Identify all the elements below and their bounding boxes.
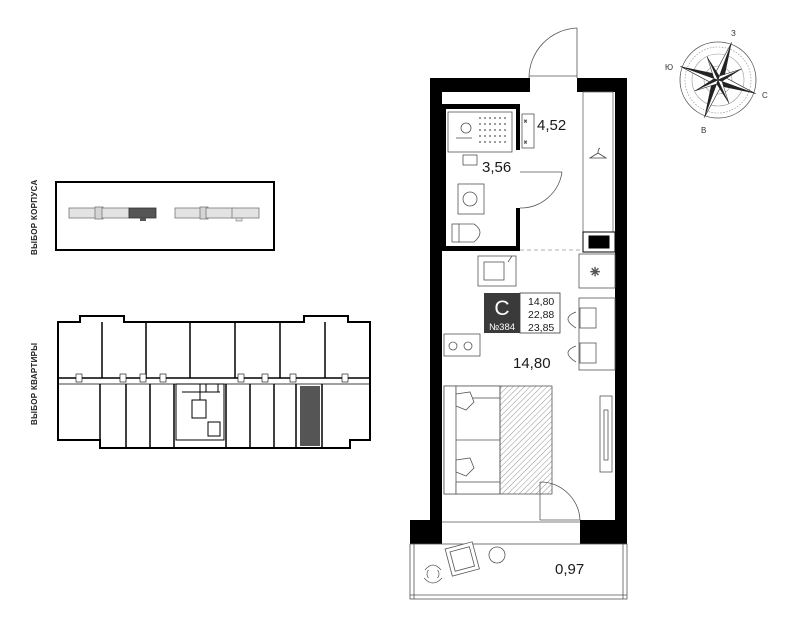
building-selector: ВЫБОР КОРПУСА (30, 179, 275, 255)
exterior-walls (410, 78, 627, 544)
apartment-selector: ВЫБОР КВАРТИРЫ (30, 315, 371, 449)
bathroom-door (519, 171, 563, 209)
area-total-balcony: 23,85 (528, 322, 554, 334)
stove-icon: ✳ (578, 253, 616, 289)
kitchen-counter (443, 333, 481, 357)
toilet (451, 223, 481, 243)
area-living: 14,80 (528, 296, 554, 308)
rug (499, 385, 553, 495)
apartment-type-letter: С (494, 297, 509, 320)
selected-apartment[interactable] (300, 386, 320, 446)
compass-label-left: Ю (665, 63, 673, 72)
building-block-5[interactable] (205, 207, 234, 219)
area-total: 22,88 (528, 309, 554, 321)
compass-label-right: С (762, 91, 768, 100)
svg-text:✳: ✳ (590, 265, 600, 279)
apartment-selector-label: ВЫБОР КВАРТИРЫ (30, 343, 39, 425)
side-table-icon (488, 546, 506, 564)
kitchen-sink (477, 255, 517, 287)
compass-label-top: З (731, 29, 736, 38)
hanger-icon (588, 147, 608, 159)
building-block-1[interactable] (68, 206, 104, 220)
entrance-door (528, 27, 578, 79)
floor-plan: ✳ (409, 27, 628, 600)
room-area-hall: 4,52 (537, 117, 566, 134)
wardrobe-block (582, 231, 616, 253)
sofa (443, 385, 501, 495)
tv-stand (599, 395, 613, 473)
room-area-bathroom: 3,56 (482, 159, 511, 176)
room-area-balcony: 0,97 (555, 561, 584, 578)
shower (447, 111, 513, 166)
building-selector-label: ВЫБОР КОРПУСА (30, 179, 39, 255)
svg-text:×: × (524, 140, 527, 146)
compass-label-bottom: В (701, 126, 706, 135)
floor-outline (57, 315, 371, 449)
apartment-number: №384 (489, 322, 515, 333)
hall-cabinet: × × (521, 113, 535, 149)
building-block-3-selected[interactable] (128, 207, 157, 221)
apartment-badge[interactable]: С №384 14,80 22,88 23,85 (484, 292, 561, 334)
building-block-6[interactable] (231, 207, 260, 222)
plant-icon (423, 564, 443, 584)
washbasin (457, 183, 485, 215)
compass: З С В Ю (665, 29, 768, 135)
bathroom-walls (442, 104, 520, 251)
balcony-door (539, 481, 581, 521)
svg-text:×: × (524, 119, 527, 125)
stair-core (175, 383, 225, 441)
building-block-4[interactable] (174, 206, 209, 220)
armchair-icon (444, 541, 480, 577)
building-block-2[interactable] (101, 207, 130, 219)
room-area-living: 14,80 (513, 355, 551, 372)
dining-table (567, 297, 616, 371)
